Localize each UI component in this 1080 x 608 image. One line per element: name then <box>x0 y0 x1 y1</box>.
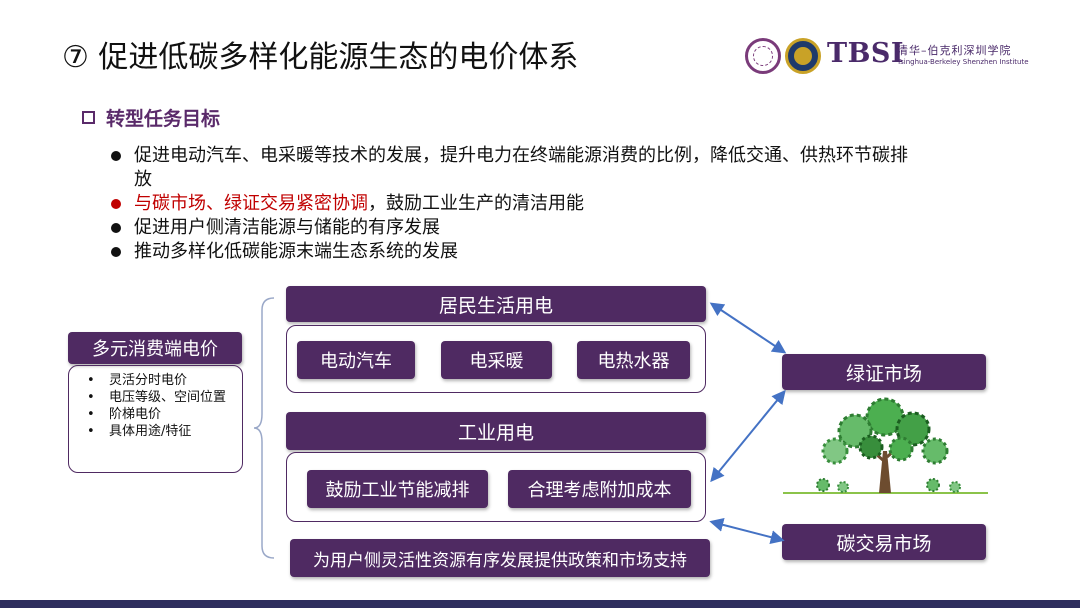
berkeley-seal-icon <box>785 38 821 74</box>
tsinghua-seal-icon <box>745 38 781 74</box>
residential-title-box: 居民生活用电 <box>286 286 706 322</box>
green-certificate-market-text: 绿证市场 <box>845 362 922 385</box>
electric-heating-box: 电采暖 <box>441 341 552 379</box>
industrial-title-text: 工业用电 <box>457 421 534 444</box>
section-heading: 转型任务目标 <box>82 104 220 131</box>
ev-text: 电动汽车 <box>320 351 392 372</box>
additional-cost-box: 合理考虑附加成本 <box>508 470 691 508</box>
bullet-item: 推动多样化低碳能源末端生态系统的发展 <box>108 240 908 264</box>
industrial-title-box: 工业用电 <box>286 412 706 450</box>
tbsi-logo-text: TBSI <box>827 38 905 69</box>
bullet-highlight-text: 与碳市场、绿证交易紧密协调 <box>134 193 368 214</box>
tariff-item: 电压等级、空间位置 <box>83 389 238 406</box>
policy-box: 为用户侧灵活性资源有序发展提供政策和市场支持 <box>290 539 710 577</box>
institute-name-cn: 清华–伯克利深圳学院 <box>897 44 1012 57</box>
carbon-market-box: 碳交易市场 <box>782 524 986 560</box>
logo-area: TBSI 清华–伯克利深圳学院 Tsinghua-Berkeley Shenzh… <box>745 36 1045 80</box>
square-bullet-icon <box>82 111 95 124</box>
gear-tree-icon <box>783 397 988 494</box>
bullet-list: 促进电动汽车、电采暖等技术的发展，提升电力在终端能源消费的比例，降低交通、供热环… <box>108 144 908 264</box>
left-title-text: 多元消费端电价 <box>92 339 218 360</box>
ev-box: 电动汽车 <box>297 341 415 379</box>
bullet-rest-text: ，鼓励工业生产的清洁用能 <box>368 193 584 214</box>
bullet-item: 促进用户侧清洁能源与储能的有序发展 <box>108 216 908 240</box>
bullet-item-highlight: 与碳市场、绿证交易紧密协调，鼓励工业生产的清洁用能 <box>108 192 908 216</box>
section-heading-text: 转型任务目标 <box>106 108 221 130</box>
electric-heating-text: 电采暖 <box>469 351 524 372</box>
industrial-saving-box: 鼓励工业节能减排 <box>307 470 488 508</box>
industrial-saving-text: 鼓励工业节能减排 <box>325 480 470 501</box>
bottom-bar <box>0 600 1080 608</box>
slide-title: ⑦ 促进低碳多样化能源生态的电价体系 <box>62 40 579 75</box>
green-certificate-market-box: 绿证市场 <box>782 354 986 390</box>
bullet-item: 促进电动汽车、电采暖等技术的发展，提升电力在终端能源消费的比例，降低交通、供热环… <box>108 144 908 192</box>
water-heater-text: 电热水器 <box>597 351 670 372</box>
tariff-detail-list: 灵活分时电价 电压等级、空间位置 阶梯电价 具体用途/特征 <box>68 365 243 473</box>
curly-brace-icon <box>253 297 275 559</box>
tariff-item: 具体用途/特征 <box>83 423 238 440</box>
residential-title-text: 居民生活用电 <box>438 294 553 317</box>
tariff-item: 灵活分时电价 <box>83 372 238 389</box>
tariff-item: 阶梯电价 <box>83 406 238 423</box>
water-heater-box: 电热水器 <box>577 341 690 379</box>
additional-cost-text: 合理考虑附加成本 <box>527 480 672 501</box>
left-title-box: 多元消费端电价 <box>68 332 242 364</box>
carbon-market-text: 碳交易市场 <box>836 532 932 555</box>
policy-text: 为用户侧灵活性资源有序发展提供政策和市场支持 <box>313 550 687 571</box>
institute-name-en: Tsinghua-Berkeley Shenzhen Institute <box>897 58 1029 66</box>
